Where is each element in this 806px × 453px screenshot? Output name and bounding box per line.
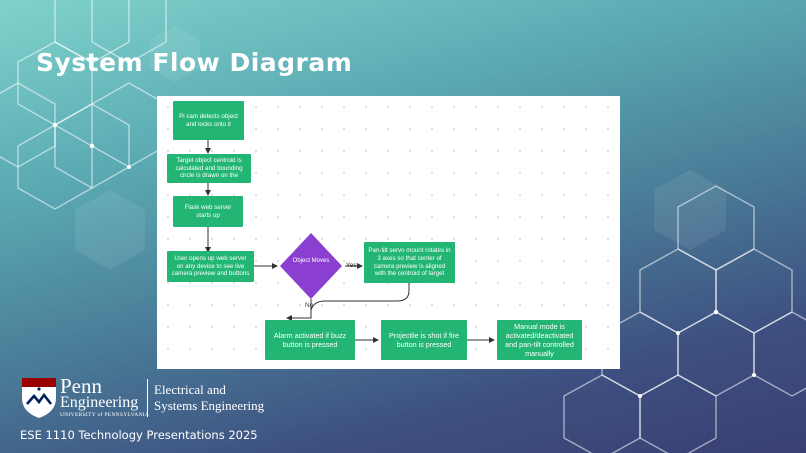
logo-engineering: Engineering [60,394,139,411]
diagram-connectors [205,140,495,343]
flow-diagram: Pi cam detects object and locks onto it … [157,96,620,369]
logo-dept-line2: Systems Engineering [154,398,265,413]
decision-object-moves: Object Moves [292,258,330,264]
decision-diamond [280,233,342,299]
logo-penn: Penn [60,374,102,398]
node-user-opens-server: User opens up web server on any device t… [167,251,254,282]
logo-divider [147,379,148,417]
node-projectile-shot: Projectile is shot if fire button is pre… [381,320,467,360]
logo-dept-line1: Electrical and [154,382,226,397]
logo-university: UNIVERSITY of PENNSYLVANIA [60,412,150,418]
node-detect-object: Pi cam detects object and locks onto it [173,101,244,140]
node-centroid-calculated: Target object centroid is calculated and… [167,154,251,183]
footer-caption: ESE 1110 Technology Presentations 2025 [20,428,258,442]
penn-engineering-logo: Penn Engineering UNIVERSITY of PENNSYLVA… [18,374,288,420]
node-flask-server: Flask web server starts up [173,196,243,227]
node-alarm-activated: Alarm activated if buzz button is presse… [265,320,355,360]
slide-title: System Flow Diagram [36,48,353,77]
node-manual-mode: Manual mode is activated/deactivated and… [497,320,582,360]
edge-label-yes: Yes [346,262,357,269]
edge-label-no: No [305,302,314,309]
penn-shield-icon [22,378,56,418]
node-pan-tilt-rotates: Pan-tilt servo mount rotates in 3 axes s… [364,242,455,283]
